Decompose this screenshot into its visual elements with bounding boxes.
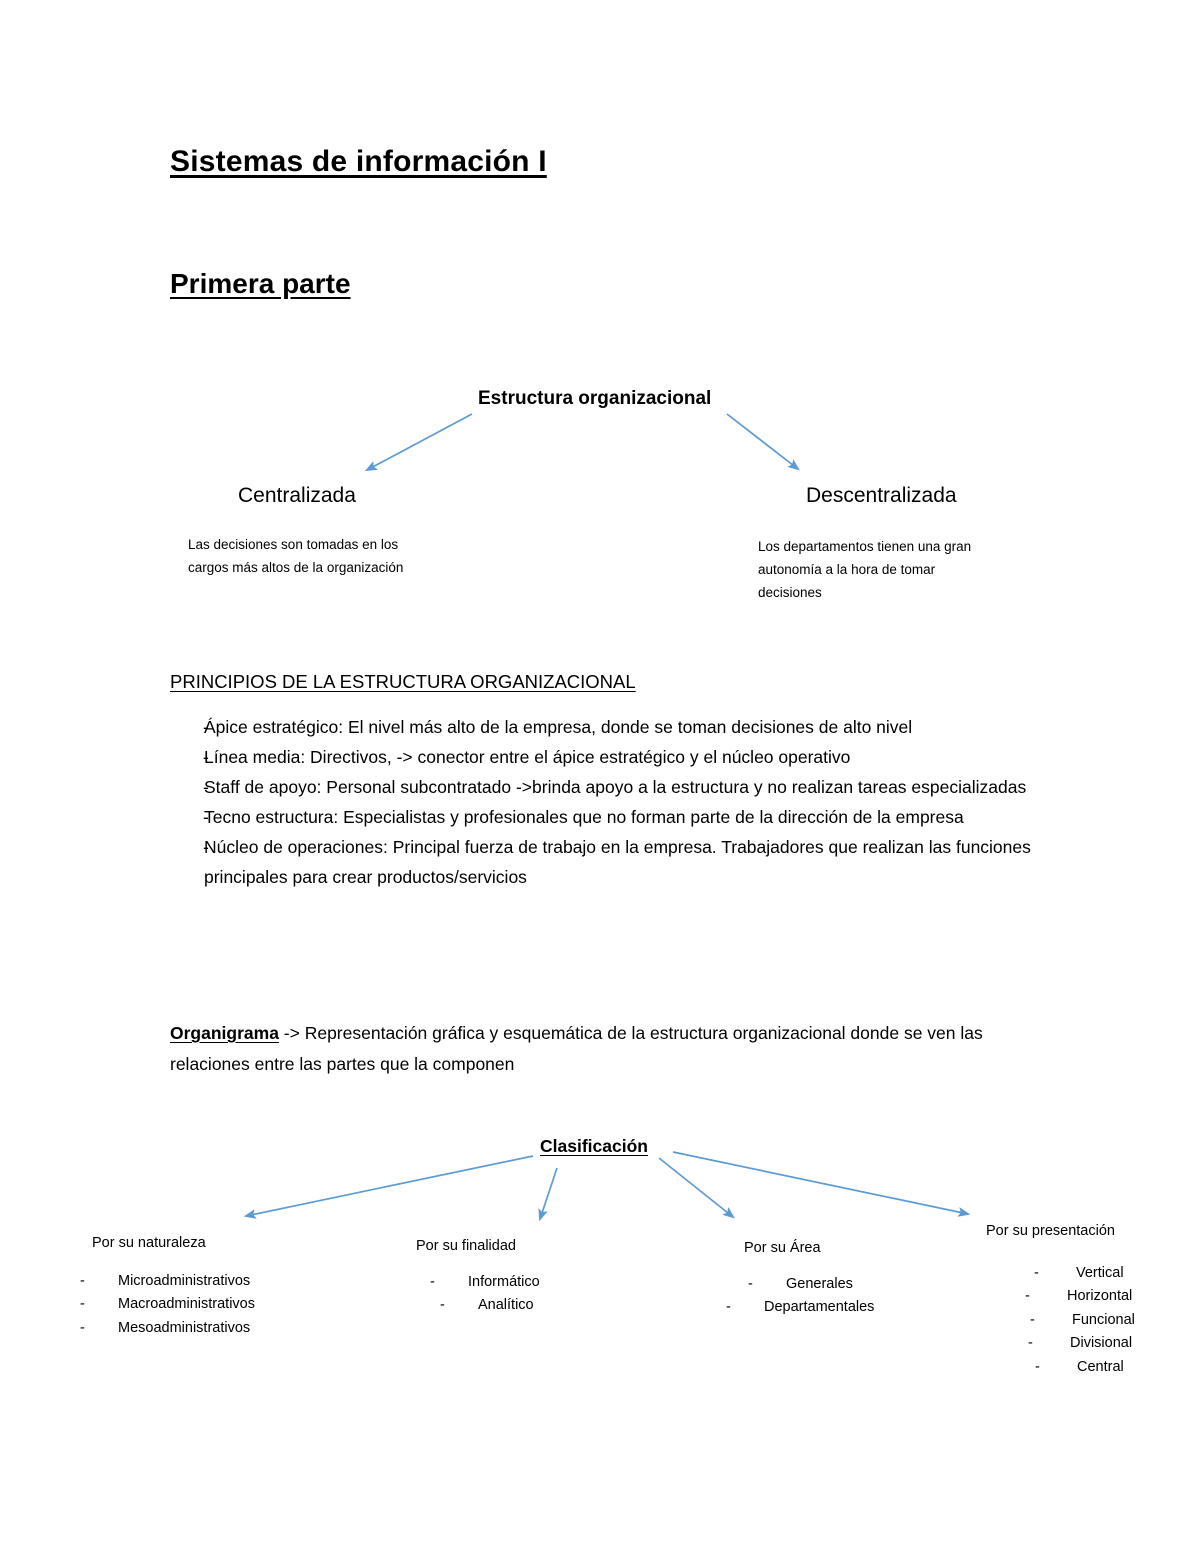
caption-centralizada: Las decisiones son tomadas en los cargos… — [188, 537, 404, 576]
branch-label-naturaleza: Por su naturaleza — [92, 1235, 206, 1251]
list-item-text: Mesoadministrativos — [118, 1319, 251, 1336]
branch-list-finalidad: - Informático - Analítico — [430, 1271, 540, 1318]
arrow-clasificacion-area — [658, 1157, 735, 1219]
list-item: - Departamentales — [726, 1296, 874, 1319]
branch-list-presentacion: - Vertical - Horizontal - Funcional - Di… — [1020, 1262, 1135, 1379]
list-dash: - — [440, 1297, 445, 1314]
list-item-text: Generales — [786, 1276, 853, 1292]
list-dash: - — [1035, 1358, 1040, 1375]
list-item-text: Staff de apoyo: Personal subcontratado -… — [204, 777, 1027, 798]
list-item: - Central — [1020, 1356, 1135, 1379]
list-item: - Informático — [430, 1271, 540, 1294]
list-item: - Vertical — [1020, 1262, 1135, 1285]
organigrama-term: Organigrama — [170, 1023, 279, 1043]
branch-list-area: - Generales - Departamentales — [726, 1273, 874, 1320]
organigrama-definition: -> Representación gráfica y esquemática … — [170, 1023, 983, 1075]
list-dash: - — [430, 1274, 435, 1290]
caption-descentralizada: Los departamentos tienen una gran autono… — [758, 539, 972, 601]
list-item: - Funcional — [1020, 1309, 1135, 1332]
page-subtitle: Primera parte — [170, 268, 351, 299]
list-item: - Macroadministrativos — [80, 1293, 255, 1316]
organigrama-paragraph: Organigrama -> Representación gráfica y … — [170, 1018, 1036, 1080]
branch-label-area: Por su Área — [744, 1240, 821, 1256]
list-dash: - — [80, 1296, 85, 1313]
list-dash: - — [80, 1273, 85, 1289]
list-item-text: Línea media: Directivos, -> conector ent… — [204, 747, 851, 768]
section-heading-principios: PRINCIPIOS DE LA ESTRUCTURA ORGANIZACION… — [170, 671, 636, 692]
list-item: - Divisional — [1020, 1332, 1135, 1355]
list-dash: - — [1030, 1311, 1035, 1328]
arrow-clasificacion-naturaleza — [243, 1155, 534, 1219]
list-item-text: Funcional — [1072, 1311, 1135, 1328]
branch-label-finalidad: Por su finalidad — [416, 1238, 516, 1254]
list-item-text: Analítico — [478, 1297, 534, 1314]
list-item-text: Tecno estructura: Especialistas y profes… — [204, 807, 964, 828]
list-item: - Línea media: Directivos, -> conector e… — [170, 742, 1040, 772]
list-dash: - — [748, 1276, 753, 1292]
list-dash: - — [726, 1299, 731, 1316]
list-item: - Microadministrativos — [80, 1270, 255, 1293]
list-item-text: Vertical — [1076, 1265, 1124, 1281]
principios-list: - Ápice estratégico: El nivel más alto d… — [170, 712, 1040, 893]
list-item-text: Departamentales — [764, 1299, 875, 1316]
branch-label-presentacion: Por su presentación — [986, 1223, 1115, 1239]
list-dash: - — [1028, 1335, 1033, 1352]
list-item-text: Informático — [468, 1274, 540, 1290]
list-item-text: Macroadministrativos — [118, 1296, 255, 1313]
list-item: - Mesoadministrativos — [80, 1317, 255, 1340]
list-dash: - — [80, 1319, 85, 1336]
arrow-estructura-centralizada — [364, 413, 473, 472]
list-item: - Generales — [726, 1273, 874, 1296]
list-dash: - — [203, 837, 209, 858]
list-item: - Ápice estratégico: El nivel más alto d… — [170, 712, 1040, 742]
list-dash: - — [1034, 1265, 1039, 1281]
list-item: - Analítico — [430, 1294, 540, 1317]
list-item-text: Microadministrativos — [118, 1273, 251, 1289]
list-dash: - — [203, 777, 209, 798]
list-dash: - — [203, 717, 209, 737]
branch-list-naturaleza: - Microadministrativos - Macroadministra… — [80, 1270, 255, 1340]
list-item-text: Divisional — [1070, 1335, 1133, 1352]
list-item-text: Ápice estratégico: El nivel más alto de … — [204, 717, 913, 737]
list-dash: - — [203, 807, 209, 828]
node-descentralizada: Descentralizada — [806, 484, 957, 507]
list-item-text: Núcleo de operaciones: Principal fuerza … — [204, 837, 1031, 888]
list-item-text: Horizontal — [1067, 1288, 1133, 1305]
list-dash: - — [203, 747, 209, 768]
node-centralizada: Centralizada — [238, 484, 356, 507]
page-title: Sistemas de información I — [170, 145, 547, 178]
list-item: - Horizontal — [1020, 1285, 1135, 1308]
arrow-clasificacion-finalidad — [538, 1167, 558, 1222]
node-clasificacion: Clasificación — [540, 1136, 648, 1156]
arrow-estructura-descentralizada — [726, 413, 800, 471]
arrow-clasificacion-presentacion — [672, 1151, 971, 1217]
list-dash: - — [1025, 1288, 1030, 1305]
list-item-text: Central — [1077, 1358, 1124, 1375]
list-item: - Núcleo de operaciones: Principal fuerz… — [170, 832, 1040, 892]
node-estructura-organizacional: Estructura organizacional — [478, 388, 712, 409]
list-item: - Tecno estructura: Especialistas y prof… — [170, 802, 1040, 832]
list-item: - Staff de apoyo: Personal subcontratado… — [170, 772, 1040, 802]
